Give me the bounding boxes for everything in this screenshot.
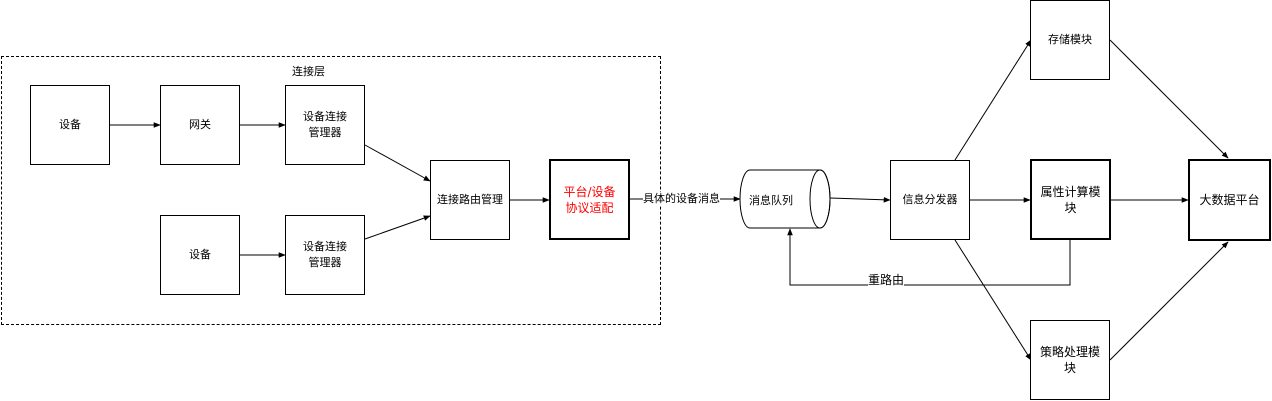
device-node-top: 设备	[30, 85, 110, 165]
connection-layer-group	[1, 56, 661, 325]
gateway-node: 网关	[160, 85, 240, 165]
edge-connmgr-bottom-routing	[364, 215, 431, 240]
reroute-label: 重路由	[868, 273, 905, 287]
edge-connmgr-top-routing	[364, 144, 431, 182]
storage-module-node: 存储模块	[1030, 0, 1110, 80]
connection-layer-title: 连接层	[292, 65, 325, 78]
edge-dispatcher-policy	[954, 239, 1032, 361]
message-queue-label: 消息队列	[749, 194, 793, 207]
device-connection-manager-bottom: 设备连接管理器	[285, 215, 365, 295]
connection-routing-manager: 连接路由管理	[430, 160, 510, 240]
message-queue-cylinder	[739, 169, 831, 229]
policy-module-node: 策略处理模块	[1030, 320, 1110, 400]
device-node-bottom: 设备	[160, 215, 240, 295]
specific-device-message-label: 具体的设备消息	[643, 192, 720, 206]
message-dispatcher-node: 信息分发器	[890, 160, 970, 240]
edge-queue-dispatcher	[829, 196, 891, 203]
edge-policy-bigdata	[1109, 241, 1229, 361]
edge-compute-reroute-queue	[787, 228, 1071, 286]
attribute-compute-module-node: 属性计算模块	[1030, 159, 1111, 240]
edge-storage-bigdata	[1109, 39, 1229, 159]
edge-dispatcher-storage	[954, 39, 1032, 161]
protocol-adapter-node: 平台/设备协议适配	[549, 159, 630, 240]
big-data-platform-node: 大数据平台	[1188, 159, 1271, 241]
device-connection-manager-top: 设备连接管理器	[285, 85, 365, 165]
